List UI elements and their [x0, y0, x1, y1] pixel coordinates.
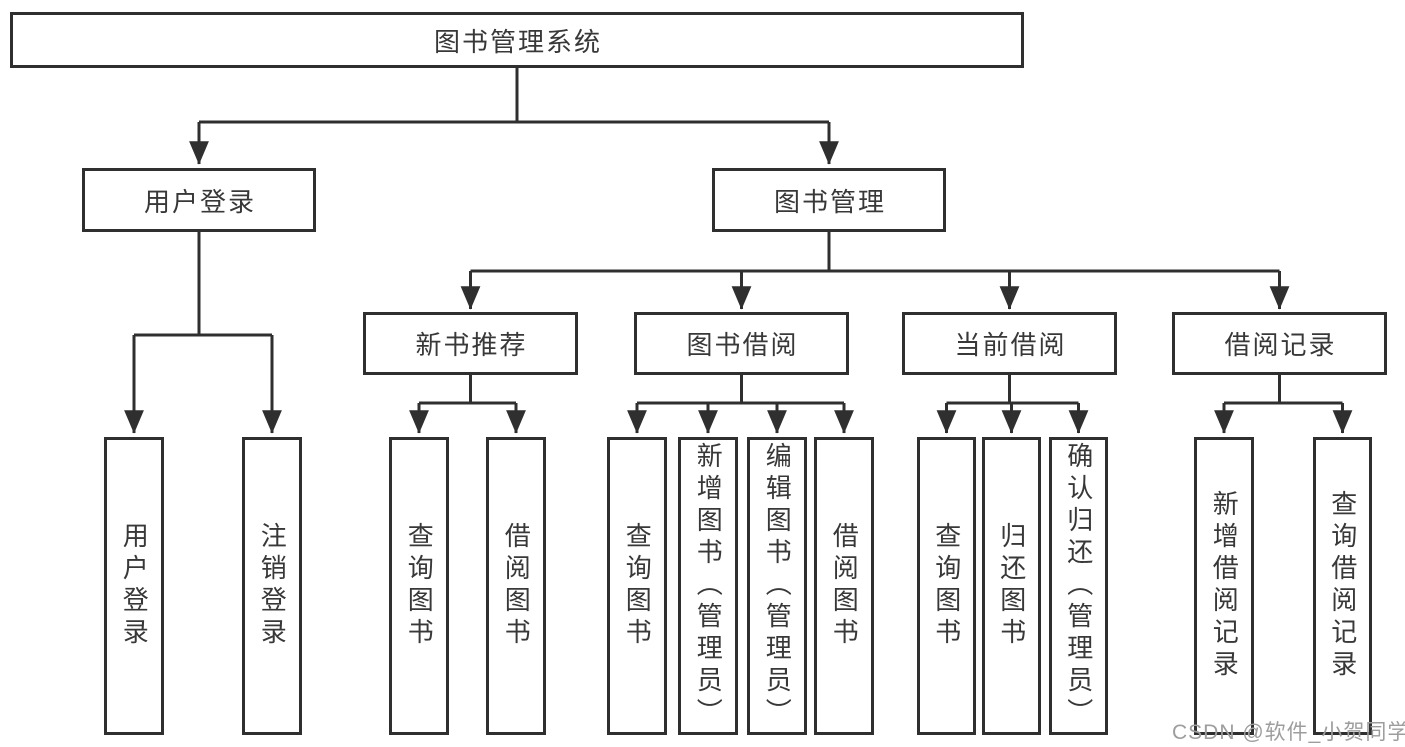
node-new-book-recommend: 新书推荐: [363, 312, 578, 375]
node-label: 借阅图书: [829, 522, 860, 650]
leaf-add-books-admin: 新增图书（管理员）: [678, 437, 738, 735]
node-label: 图书管理: [773, 186, 886, 217]
leaf-query-books-1: 查询图书: [389, 437, 449, 735]
node-label: 编辑图书（管理员）: [762, 442, 793, 730]
node-book-borrow: 图书借阅: [634, 312, 849, 375]
leaf-query-borrow-record: 查询借阅记录: [1313, 437, 1372, 735]
node-label: 新书推荐: [415, 330, 528, 360]
leaf-edit-books-admin: 编辑图书（管理员）: [747, 437, 807, 735]
node-user-login: 用户登录: [82, 168, 316, 232]
leaf-confirm-return-admin: 确认归还（管理员）: [1049, 437, 1108, 735]
node-label: 新增图书（管理员）: [693, 442, 724, 730]
leaf-borrow-books-2: 借阅图书: [814, 437, 874, 735]
leaf-return-books: 归还图书: [982, 437, 1041, 735]
node-label: 注销登录: [257, 522, 288, 650]
node-label: 新增借阅记录: [1209, 490, 1240, 682]
csdn-watermark: CSDN @软件_小贺同学: [1172, 721, 1405, 744]
node-label: 归还图书: [996, 522, 1027, 650]
leaf-add-borrow-record: 新增借阅记录: [1194, 437, 1254, 735]
node-label: 查询图书: [931, 522, 962, 650]
leaf-query-books-3: 查询图书: [917, 437, 976, 735]
node-label: 借阅图书: [501, 522, 532, 650]
leaf-user-login: 用户登录: [104, 437, 164, 735]
node-label: 确认归还（管理员）: [1063, 442, 1094, 730]
node-label: 查询借阅记录: [1327, 490, 1358, 682]
node-library-management-system: 图书管理系统: [10, 12, 1024, 68]
leaf-logout: 注销登录: [242, 437, 302, 735]
node-borrow-records: 借阅记录: [1172, 312, 1387, 375]
node-label: 当前借阅: [954, 330, 1067, 360]
node-label: 用户登录: [119, 522, 150, 650]
node-current-borrow: 当前借阅: [902, 312, 1117, 375]
leaf-query-books-2: 查询图书: [607, 437, 667, 735]
node-label: 用户登录: [143, 186, 256, 217]
node-label: 借阅记录: [1224, 330, 1337, 360]
leaf-borrow-books-1: 借阅图书: [486, 437, 546, 735]
node-label: 图书管理系统: [433, 26, 602, 57]
node-book-management: 图书管理: [712, 168, 946, 232]
node-label: 查询图书: [622, 522, 653, 650]
node-label: 图书借阅: [686, 330, 799, 360]
node-label: 查询图书: [404, 522, 435, 650]
